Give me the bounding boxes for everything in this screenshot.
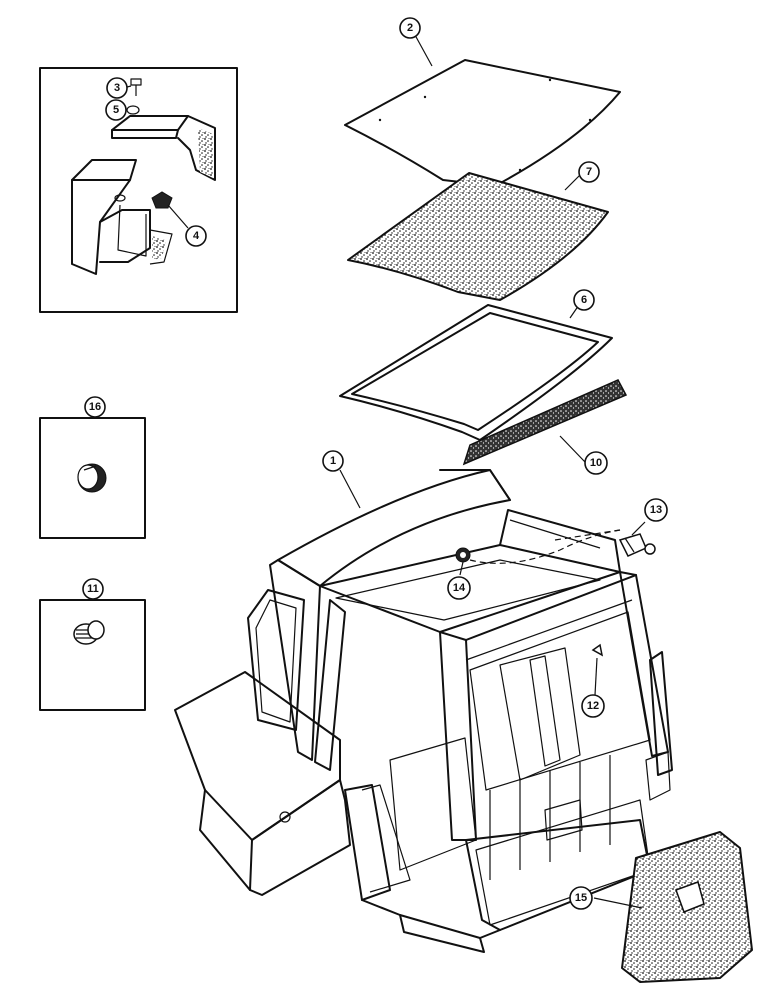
callout-4: 4 [185, 225, 207, 247]
callout-16: 16 [84, 396, 106, 418]
callout-2-label: 2 [407, 22, 413, 34]
plug-inset-11 [39, 599, 146, 711]
callout-10: 10 [584, 451, 608, 475]
callout-7: 7 [578, 161, 600, 183]
lower-bracket [71, 159, 173, 275]
callout-11: 11 [82, 578, 104, 600]
detail-inset [39, 67, 238, 313]
callout-10-label: 10 [590, 457, 602, 469]
insulation-panel-15 [593, 831, 753, 983]
callout-7-label: 7 [586, 166, 592, 178]
dome-light-13 [469, 521, 656, 564]
detail-inset-frame [39, 67, 238, 313]
plug-inset-16 [39, 417, 146, 539]
callout-3: 3 [106, 77, 128, 99]
callout-15-label: 15 [575, 892, 587, 904]
vent-plug-icon [73, 620, 105, 645]
callout-5: 5 [105, 99, 127, 121]
callout-6: 6 [573, 289, 595, 311]
upper-bracket [111, 115, 216, 181]
callout-4-label: 4 [193, 230, 200, 242]
bolt-part-3 [130, 78, 142, 96]
callout-5-label: 5 [113, 104, 119, 116]
callout-1-label: 1 [330, 455, 336, 467]
cab-frame-1 [174, 469, 673, 953]
clip-part-4 [151, 191, 173, 209]
callout-13-label: 13 [650, 504, 662, 516]
callout-14-label: 14 [453, 582, 466, 594]
insulation-mat-7 [347, 171, 609, 301]
nut-part-5 [126, 105, 140, 115]
callout-12: 12 [581, 694, 605, 718]
callout-3-label: 3 [114, 82, 120, 94]
callout-2: 2 [399, 17, 421, 39]
plug-icon [77, 463, 107, 493]
weather-strip-10 [462, 379, 628, 466]
callout-13: 13 [644, 498, 668, 522]
callout-12-label: 12 [587, 700, 599, 712]
callout-15: 15 [569, 886, 593, 910]
headliner-panel-2 [344, 34, 621, 187]
fan-part-14 [455, 547, 471, 563]
callout-16-label: 16 [89, 401, 101, 413]
callout-6-label: 6 [581, 294, 587, 306]
clip-part-12 [591, 643, 604, 657]
callout-11-label: 11 [87, 583, 99, 595]
callout-14: 14 [447, 576, 471, 600]
callout-1: 1 [322, 450, 344, 472]
seal-frame-6 [339, 301, 613, 441]
